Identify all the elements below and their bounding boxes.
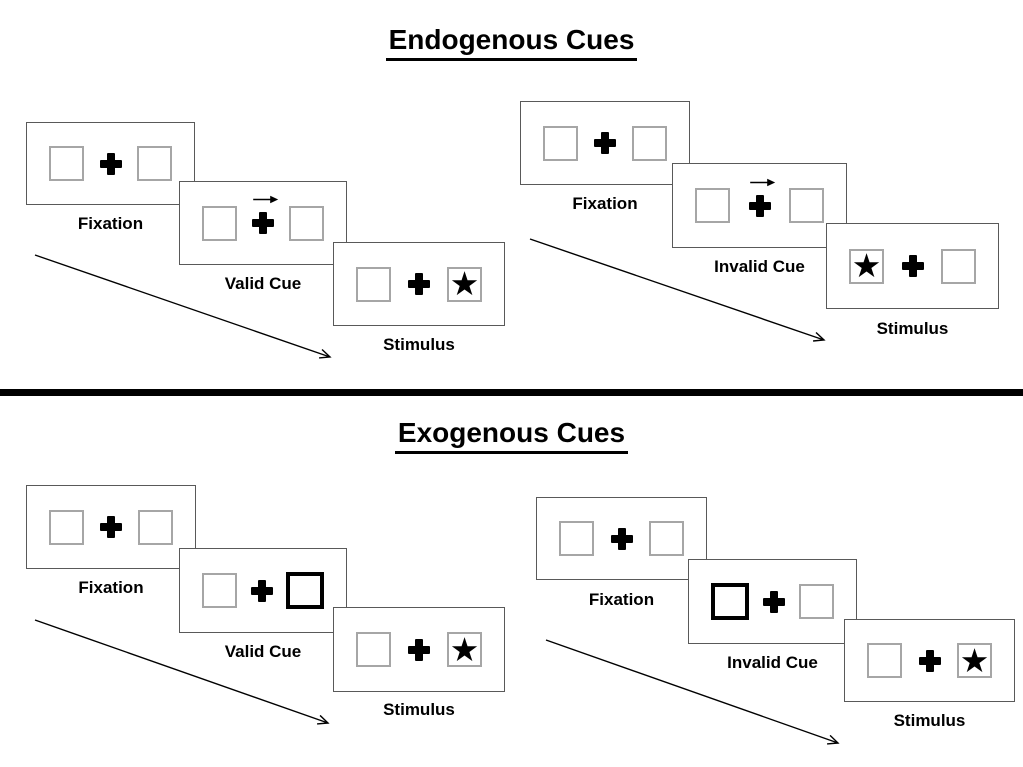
right-placeholder-box — [632, 125, 667, 161]
cue-panel — [688, 559, 857, 644]
right-cue-highlight-box — [286, 572, 324, 609]
right-placeholder-box — [289, 205, 324, 241]
fixation-cross-icon — [594, 132, 616, 154]
left-placeholder-box — [695, 188, 730, 223]
left-target-box: ★ — [849, 246, 884, 285]
section-title-exogenous: Exogenous Cues — [0, 417, 1023, 454]
panel-label: Stimulus — [383, 335, 455, 354]
left-placeholder-box — [356, 632, 391, 667]
panel-label: Stimulus — [383, 700, 455, 719]
stimulus-panel: ★ — [826, 223, 999, 309]
fixation-cross-icon — [252, 212, 274, 234]
panel-label: Stimulus — [876, 319, 949, 338]
left-placeholder-box — [543, 125, 578, 161]
panel-label: Invalid Cue — [714, 257, 805, 276]
timeline-arrow-endogenous-invalid — [529, 238, 824, 340]
panel-label: Valid Cue — [224, 274, 302, 293]
fixation-panel — [520, 101, 690, 185]
right-placeholder-box — [138, 509, 173, 545]
fixation-cross-icon — [408, 273, 430, 295]
left-placeholder-box — [559, 521, 594, 556]
fixation-cross-icon — [408, 638, 430, 661]
fixation-cross-icon — [763, 590, 785, 613]
fixation-cross-icon — [250, 579, 273, 602]
right-target-box: ★ — [957, 643, 992, 678]
right-placeholder-box — [941, 248, 976, 284]
left-cue-highlight-box — [711, 583, 749, 620]
target-star-icon: ★ — [851, 246, 882, 285]
left-placeholder-box — [356, 266, 391, 302]
panel-label: Stimulus — [893, 711, 966, 730]
timeline-arrow-exogenous-valid — [34, 619, 328, 723]
right-placeholder-box — [137, 146, 172, 181]
fixation-cross-icon — [748, 194, 771, 217]
stimulus-panel: ★ — [333, 607, 505, 692]
fixation-cross-icon — [918, 649, 941, 672]
right-target-box: ★ — [447, 632, 482, 667]
cue-direction-arrow-icon — [253, 195, 279, 204]
fixation-panel — [26, 485, 196, 569]
left-placeholder-box — [867, 643, 902, 678]
cue-panel — [179, 181, 347, 265]
fixation-cross-icon — [901, 255, 924, 277]
panel-label: Fixation — [78, 578, 144, 597]
fixation-panel — [26, 122, 195, 205]
cue-panel — [672, 163, 847, 248]
panel-label: Fixation — [588, 590, 655, 609]
target-star-icon: ★ — [959, 640, 990, 680]
cue-panel — [179, 548, 347, 633]
stimulus-panel: ★ — [333, 242, 505, 326]
section-divider — [0, 389, 1023, 396]
panel-label: Fixation — [572, 194, 638, 213]
fixation-cross-icon — [100, 516, 122, 538]
cue-direction-arrow-icon — [749, 178, 775, 186]
right-placeholder-box — [799, 584, 834, 619]
right-placeholder-box — [789, 188, 824, 223]
target-star-icon: ★ — [449, 629, 480, 669]
left-placeholder-box — [202, 573, 237, 608]
fixation-cross-icon — [610, 527, 633, 550]
panel-label: Valid Cue — [224, 642, 302, 661]
target-star-icon: ★ — [449, 264, 480, 303]
left-placeholder-box — [49, 509, 84, 545]
panel-label: Fixation — [77, 214, 144, 233]
fixation-panel — [536, 497, 707, 580]
right-placeholder-box — [649, 521, 684, 556]
timeline-arrow-endogenous-valid — [34, 254, 330, 357]
stimulus-panel: ★ — [844, 619, 1015, 702]
section-title-endogenous: Endogenous Cues — [0, 24, 1023, 61]
fixation-cross-icon — [99, 152, 122, 175]
right-target-box: ★ — [447, 264, 482, 303]
left-placeholder-box — [49, 146, 84, 181]
panel-label: Invalid Cue — [727, 653, 818, 672]
left-placeholder-box — [202, 205, 237, 241]
